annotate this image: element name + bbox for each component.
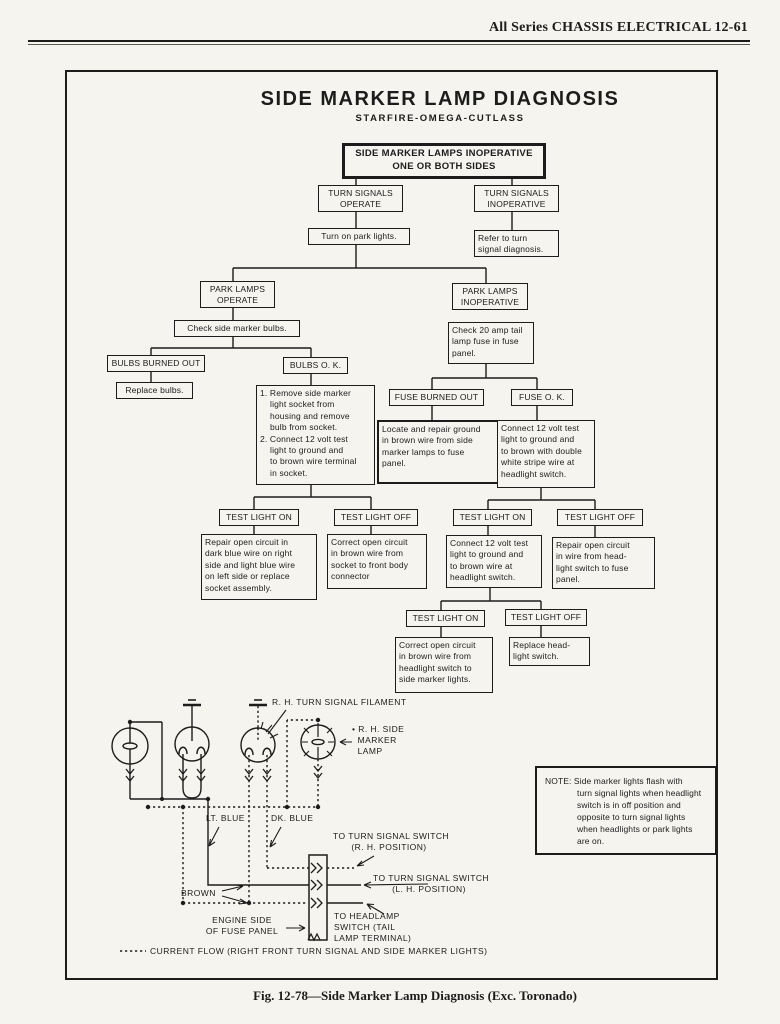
flow-box-turn-signals-operate: TURN SIGNALS OPERATE (318, 185, 403, 213)
label-engine-side-fuse-panel: ENGINE SIDE OF FUSE PANEL (205, 915, 279, 937)
figure-caption: Fig. 12-78—Side Marker Lamp Diagnosis (E… (253, 988, 577, 1003)
flow-box-test-light-off-1: TEST LIGHT OFF (334, 509, 418, 526)
connector-box (307, 854, 328, 942)
flow-box-root: SIDE MARKER LAMPS INOPERATIVE ONE OR BOT… (342, 143, 546, 179)
solid-wires (129, 721, 309, 886)
label-dk-blue: DK. BLUE (271, 813, 314, 823)
flow-box-park-lamps-operate: PARK LAMPS OPERATE (200, 281, 275, 309)
note-text: NOTE: Side marker lights flash with turn… (545, 776, 702, 847)
header-rule (28, 40, 750, 42)
ground-icon (183, 699, 201, 727)
label-lt-blue: LT. BLUE (206, 813, 245, 823)
flow-box-correct-brown-connector: Correct open circuit in brown wire from … (327, 534, 427, 589)
wiring-diagram (111, 699, 429, 952)
connector-stubs (327, 867, 363, 904)
flow-box-connect-test-headlight: Connect 12 volt test light to ground and… (497, 420, 595, 488)
flow-box-test-light-on-3: TEST LIGHT ON (406, 610, 485, 627)
page-header: All Series CHASSIS ELECTRICAL 12-61 (488, 20, 748, 35)
flow-box-correct-headlight-marker: Correct open circuit in brown wire from … (395, 637, 493, 693)
lamp-icon (174, 726, 210, 762)
label-rh-turn-signal-filament: R. H. TURN SIGNAL FILAMENT (272, 697, 407, 707)
flow-box-refer-turn-signal: Refer to turn signal diagnosis. (474, 230, 559, 258)
label-to-turn-signal-lh: TO TURN SIGNAL SWITCH (L. H. POSITION) (373, 873, 490, 895)
current-flow-wires (148, 719, 319, 904)
note-box: NOTE: Side marker lights flash with turn… (535, 766, 717, 856)
flow-box-check-side-marker-bulbs: Check side marker bulbs. (174, 320, 300, 337)
flow-box-test-light-on-2: TEST LIGHT ON (453, 509, 532, 526)
flow-box-remove-socket-steps: 1. Remove side marker light socket from … (256, 385, 375, 485)
label-brown: BROWN (181, 888, 216, 898)
lamp-icon (111, 719, 149, 765)
wire-junctions (145, 804, 321, 906)
label-rh-side-marker-lamp: • R. H. SIDE MARKER LAMP (352, 724, 405, 757)
flow-box-connect-brown-headlight: Connect 12 volt test light to ground and… (446, 535, 542, 588)
flow-box-turn-on-park-lights: Turn on park lights. (308, 228, 410, 245)
diagram-subtitle: STARFIRE-OMEGA-CUTLASS (355, 113, 525, 124)
flow-box-replace-headlight-switch: Replace head- light switch. (509, 637, 590, 666)
zigzag-terminal (307, 932, 321, 942)
flow-box-test-light-off-3: TEST LIGHT OFF (505, 609, 587, 626)
lamp-icon (240, 721, 279, 763)
label-leaders (208, 709, 429, 932)
flow-arrowheads (125, 765, 323, 783)
flow-box-repair-blue-wires: Repair open circuit in dark blue wire on… (201, 534, 317, 600)
diagram-title: SIDE MARKER LAMP DIAGNOSIS (260, 88, 620, 110)
label-to-headlamp-switch: TO HEADLAMP SWITCH (TAIL LAMP TERMINAL) (334, 911, 412, 944)
flow-box-park-lamps-inoperative: PARK LAMPS INOPERATIVE (452, 283, 528, 311)
flow-box-fuse-burned-out: FUSE BURNED OUT (389, 389, 484, 406)
flow-box-bulbs-burned-out: BULBS BURNED OUT (107, 355, 205, 372)
flow-box-test-light-on-1: TEST LIGHT ON (219, 509, 299, 526)
legend-current-flow: CURRENT FLOW (RIGHT FRONT TURN SIGNAL AN… (150, 946, 488, 956)
header-rule-shadow (28, 44, 750, 45)
flow-box-repair-headlight-fuse: Repair open circuit in wire from head- l… (552, 537, 655, 589)
flow-box-bulbs-ok: BULBS O. K. (283, 357, 348, 374)
label-to-turn-signal-rh: TO TURN SIGNAL SWITCH (R. H. POSITION) (333, 831, 450, 853)
flow-box-fuse-ok: FUSE O. K. (511, 389, 573, 406)
flow-box-turn-signals-inoperative: TURN SIGNALS INOPERATIVE (474, 185, 559, 213)
lamp-icon (300, 717, 336, 760)
flow-box-test-light-off-2: TEST LIGHT OFF (557, 509, 643, 526)
flow-box-replace-bulbs: Replace bulbs. (116, 382, 193, 399)
ground-icon (249, 699, 267, 728)
flow-box-check-20amp-fuse: Check 20 amp tail lamp fuse in fuse pane… (448, 322, 534, 364)
diagram-frame (65, 70, 718, 980)
flow-box-locate-repair-ground: Locate and repair ground in brown wire f… (377, 420, 501, 484)
